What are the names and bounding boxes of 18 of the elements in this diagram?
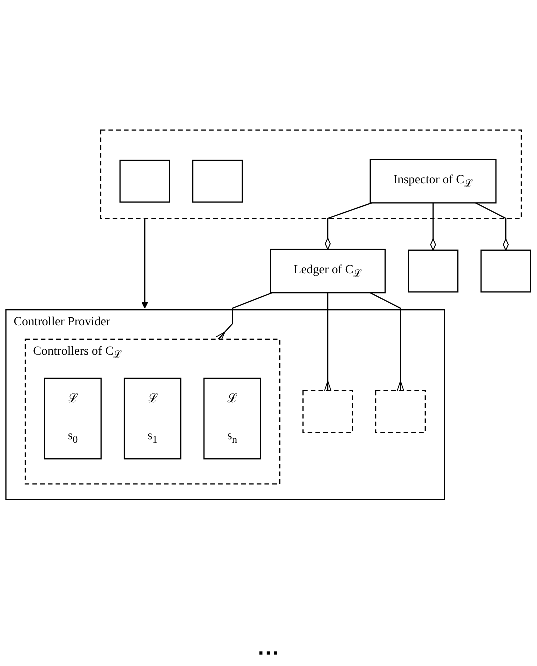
connector-line [430,203,436,251]
box [408,250,459,293]
table-box: ℒ s$_{0}$ [44,378,102,460]
box: Ledger of C$_{ℒ}$ [270,248,386,294]
connector-line [142,218,148,309]
ellipsis-text: ⋯ [256,639,280,666]
table-box: ℒ s$_{1}$ [124,378,182,460]
connector-line [324,293,332,392]
box: Inspector of C$_{ℒ}$ [370,159,497,204]
box [480,250,532,293]
box [192,160,244,203]
box [375,390,426,434]
connector-line [370,292,404,392]
box [120,160,170,203]
box [302,390,354,434]
connector-line [476,202,509,251]
table-box: ℒ s$_{n}$ [204,378,262,460]
connector-line [325,202,372,250]
